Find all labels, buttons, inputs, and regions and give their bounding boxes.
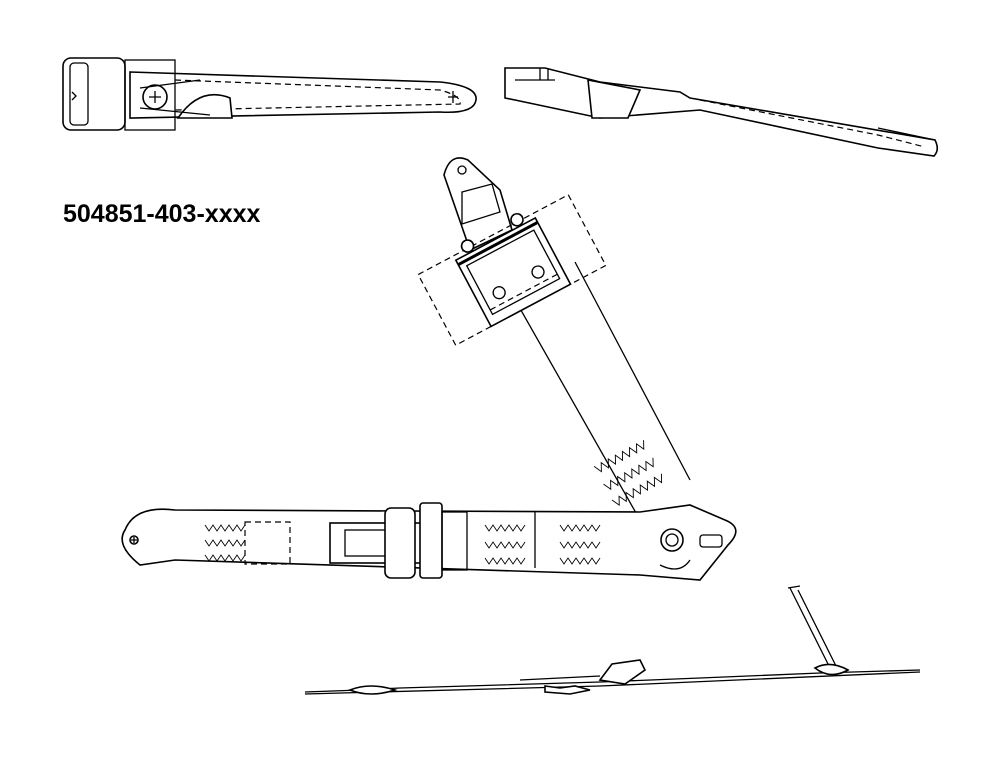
part-number-label: 504851-403-xxxx xyxy=(63,200,261,228)
lap-belt xyxy=(121,502,737,581)
retractor-side-view xyxy=(504,67,939,157)
belt-side-view xyxy=(304,585,921,695)
shoulder-strap xyxy=(417,157,691,521)
retractor-top-view xyxy=(62,57,477,131)
